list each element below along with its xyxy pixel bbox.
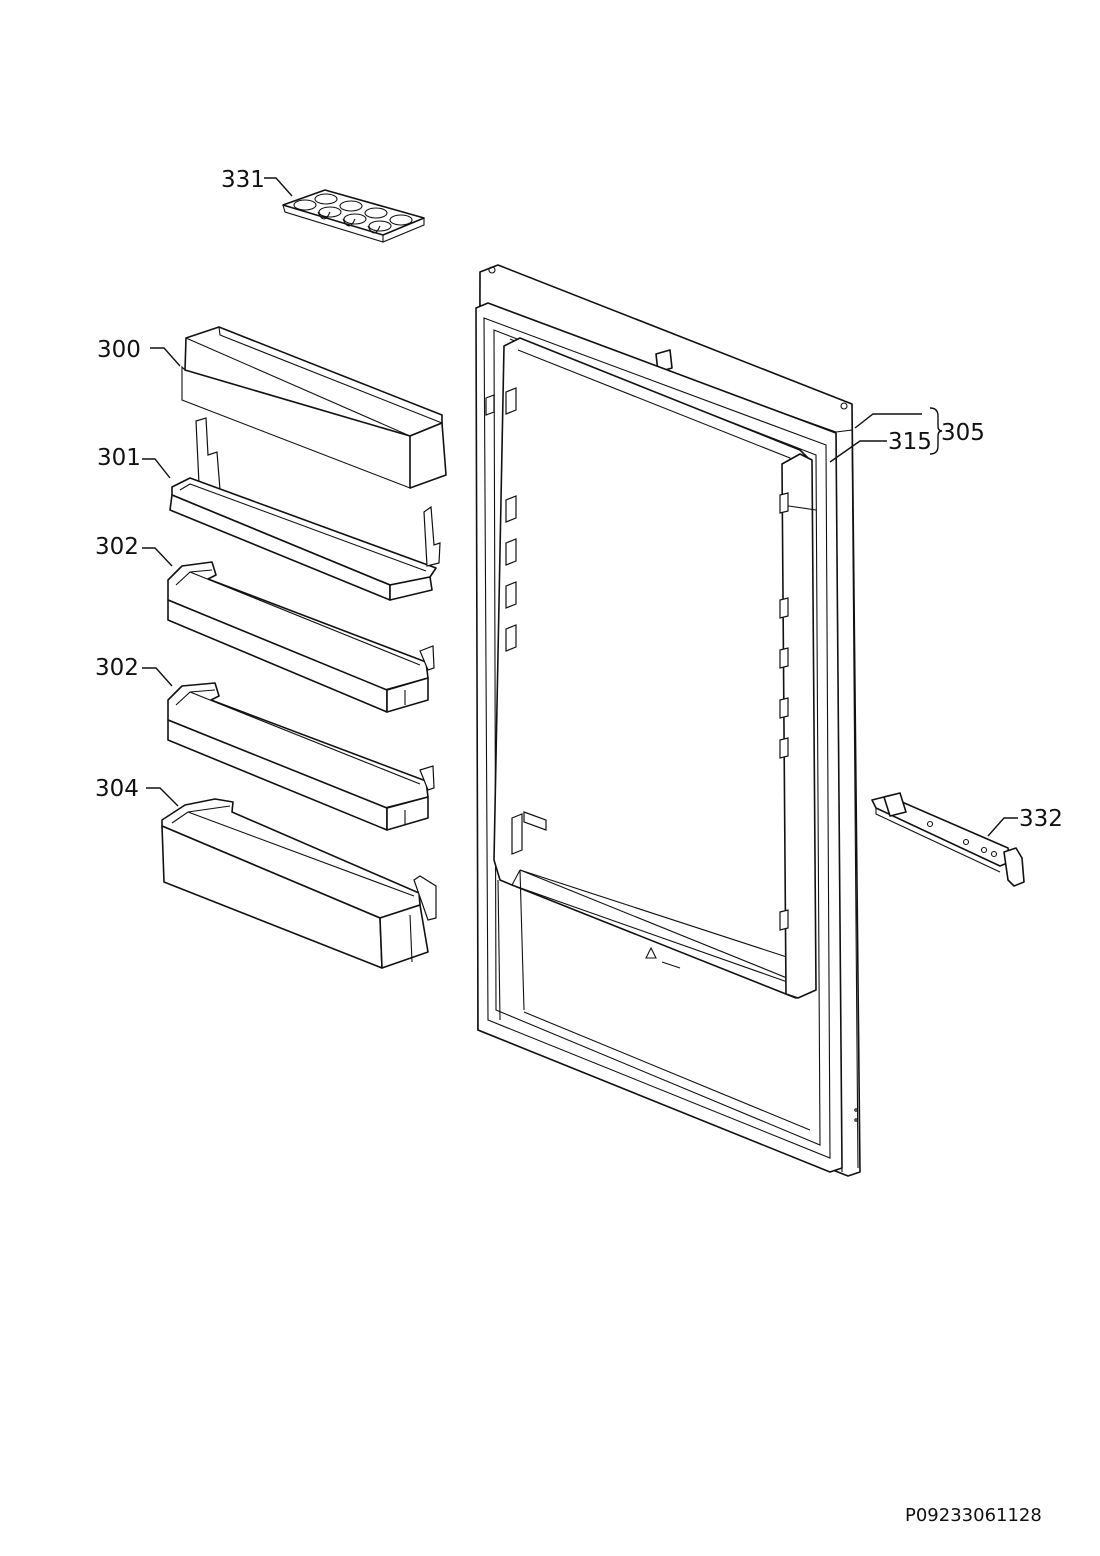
middle-door-shelf-1-part	[167, 561, 435, 713]
shelf-cover-part	[181, 326, 447, 489]
document-id: P09233061128	[905, 1505, 1042, 1526]
bottom-door-shelf-part	[161, 798, 437, 969]
leader-lines	[142, 177, 1018, 837]
callout-332: 332	[1019, 806, 1063, 832]
callout-315: 315	[888, 429, 932, 455]
callout-331: 331	[221, 167, 265, 193]
callout-302-b: 302	[95, 655, 139, 681]
callout-301: 301	[97, 445, 141, 471]
callout-300: 300	[97, 337, 141, 363]
callout-304: 304	[95, 776, 139, 802]
inner-door-liner-part	[485, 337, 817, 1131]
upper-door-shelf-part	[169, 417, 441, 601]
callout-302-a: 302	[95, 534, 139, 560]
egg-tray-part	[282, 189, 425, 243]
hinge-part	[871, 792, 1025, 887]
middle-door-shelf-2-part	[167, 682, 435, 831]
callout-305: 305	[941, 420, 985, 446]
